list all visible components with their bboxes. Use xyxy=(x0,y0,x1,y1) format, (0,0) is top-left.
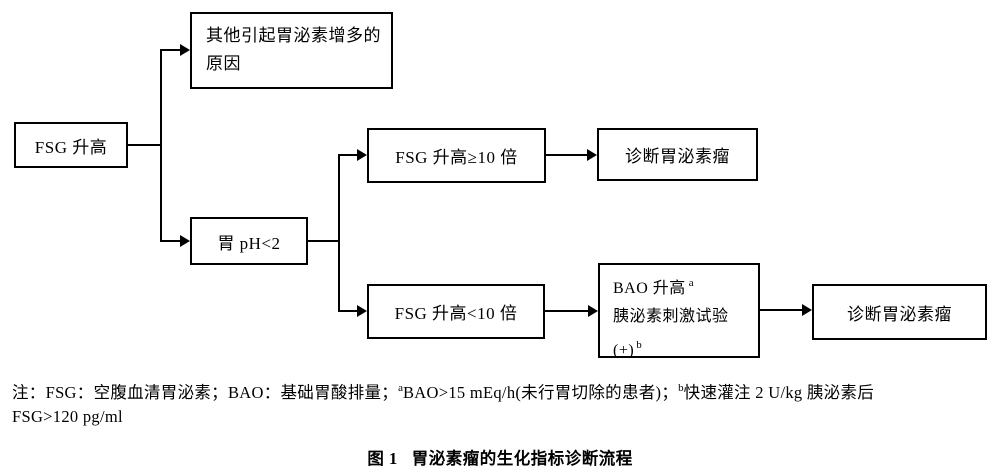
node-fsg-ge-10x-label: FSG 升高≥10 倍 xyxy=(395,148,518,167)
connector-ph-stub xyxy=(308,240,340,242)
footnote-prefix: 注：FSG：空腹血清胃泌素；BAO：基础胃酸排量； xyxy=(12,383,399,402)
node-fsg-elevated: FSG 升高 xyxy=(14,122,128,168)
node-diagnose-gastrinoma-bottom: 诊断胃泌素瘤 xyxy=(812,284,987,340)
node-gastric-ph-label: 胃 pH<2 xyxy=(217,233,281,253)
arrowhead-lt10-to-bao xyxy=(588,305,598,317)
footnote-line2: FSG>120 pg/ml xyxy=(12,407,123,426)
superscript-b: b xyxy=(636,339,642,351)
connector-to-gastric-ph xyxy=(162,240,180,242)
arrowhead-ge10-to-diagnose xyxy=(587,149,597,161)
connector-fsg-stub xyxy=(128,144,162,146)
node-diagnose-gastrinoma-top: 诊断胃泌素瘤 xyxy=(597,128,758,181)
connector-to-other-causes xyxy=(162,49,180,51)
arrowhead-to-fsg-lt-10x xyxy=(357,305,367,317)
footnote-superscript-a: a xyxy=(398,382,403,394)
node-fsg-elevated-label: FSG 升高 xyxy=(34,137,108,157)
connector-ge10-to-diagnose xyxy=(546,154,587,156)
connector-branch2-vertical xyxy=(338,154,340,312)
connector-lt10-to-bao xyxy=(545,310,588,312)
node-other-causes: 其他引起胃泌素增多的 原因 xyxy=(190,12,393,89)
node-diagnose-gastrinoma-bottom-label: 诊断胃泌素瘤 xyxy=(847,304,952,324)
node-bao-line3: (+)b xyxy=(613,339,642,359)
connector-branch1-vertical xyxy=(160,49,162,242)
node-fsg-lt-10x: FSG 升高<10 倍 xyxy=(367,284,545,339)
footnote-segment-b: 快速灌注 2 U/kg 胰泌素后 xyxy=(683,383,875,402)
node-fsg-lt-10x-label: FSG 升高<10 倍 xyxy=(394,304,518,323)
node-gastric-ph: 胃 pH<2 xyxy=(190,217,308,265)
connector-bao-to-diagnose xyxy=(760,309,802,311)
node-fsg-ge-10x: FSG 升高≥10 倍 xyxy=(367,128,546,183)
figure-number: 图 1 xyxy=(367,449,398,468)
node-other-causes-line1: 其他引起胃泌素增多的 xyxy=(206,26,381,45)
footnote-line1: 注：FSG：空腹血清胃泌素；BAO：基础胃酸排量；aBAO>15 mEq/h(未… xyxy=(12,379,992,403)
figure-caption: 图 1 胃泌素瘤的生化指标诊断流程 xyxy=(0,445,1000,469)
superscript-a: a xyxy=(688,277,694,289)
arrowhead-to-fsg-ge-10x xyxy=(357,149,367,161)
connector-to-fsg-lt-10x xyxy=(340,310,357,312)
arrowhead-to-gastric-ph xyxy=(180,235,190,247)
node-bao-line2: 胰泌素刺激试验 xyxy=(613,308,729,325)
connector-to-fsg-ge-10x xyxy=(340,154,357,156)
footnote-superscript-b: b xyxy=(678,382,684,394)
arrowhead-to-other-causes xyxy=(180,44,190,56)
figure-title: 胃泌素瘤的生化指标诊断流程 xyxy=(411,449,633,468)
node-diagnose-gastrinoma-top-label: 诊断胃泌素瘤 xyxy=(625,147,730,166)
footnote-segment-a: BAO>15 mEq/h(未行胃切除的患者)； xyxy=(403,383,679,402)
arrowhead-bao-to-diagnose xyxy=(802,304,812,316)
node-other-causes-line2: 原因 xyxy=(206,54,241,73)
